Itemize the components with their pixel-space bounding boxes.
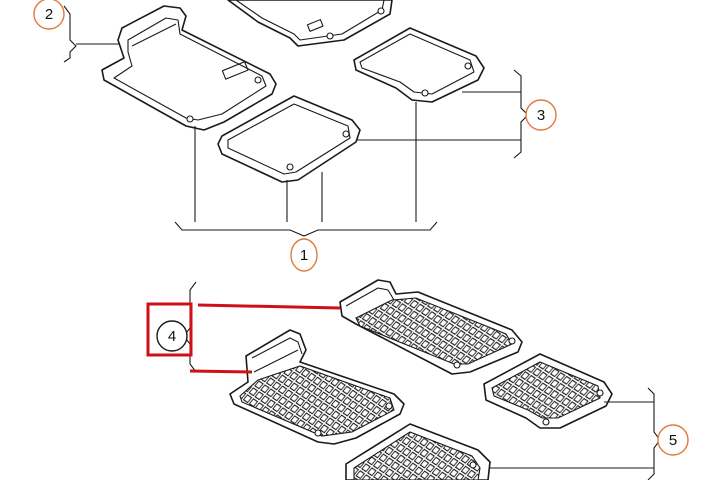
callout-1: 1 [290, 238, 318, 272]
carpet-mat-driver [101, 5, 277, 131]
callout-5: 5 [657, 424, 689, 456]
carpet-mat-group [63, 0, 529, 237]
callout-4-number: 4 [168, 328, 176, 345]
rubber-mat-front-right [339, 279, 523, 375]
callout-5-number: 5 [669, 432, 677, 449]
rubber-mat-front-left [229, 329, 405, 445]
carpet-mat-rear-right [353, 27, 485, 103]
callout-3-number: 3 [537, 107, 545, 124]
rubber-mat-group [183, 279, 661, 480]
carpet-mat-rear-left [217, 95, 361, 183]
callout-1-number: 1 [300, 247, 308, 264]
carpet-mat-front-passenger [227, 0, 393, 47]
rubber-mat-rear-right [483, 353, 613, 429]
rubber-mat-rear-left [345, 423, 491, 480]
callout-2: 2 [33, 0, 65, 30]
callout-4: 4 [156, 320, 188, 352]
callout-2-number: 2 [45, 6, 53, 23]
callout-3: 3 [525, 99, 557, 131]
highlight-callout-4 [146, 302, 341, 374]
